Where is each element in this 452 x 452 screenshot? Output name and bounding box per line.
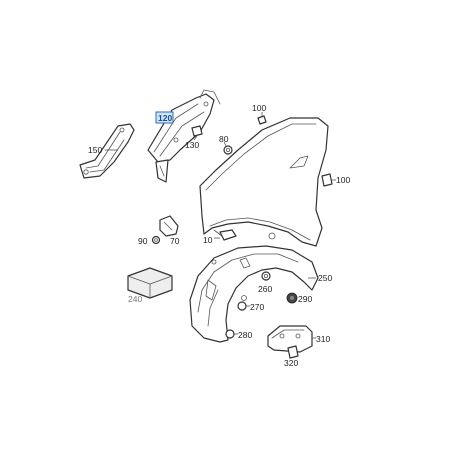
label-310[interactable]: 310 (316, 334, 330, 344)
screw-100-top[interactable] (257, 112, 267, 125)
label-320[interactable]: 320 (284, 358, 298, 368)
clip-270[interactable] (237, 301, 250, 311)
label-90[interactable]: 90 (138, 236, 148, 246)
bracket-150[interactable] (79, 123, 135, 179)
highlight-120[interactable]: 120 (155, 111, 174, 124)
clip-130[interactable] (191, 125, 203, 141)
support-frame-120[interactable] (147, 89, 221, 183)
label-10[interactable]: 10 (203, 235, 213, 245)
nut-80[interactable] (223, 141, 233, 155)
label-80[interactable]: 80 (219, 134, 229, 144)
rivet-10[interactable] (214, 229, 237, 241)
label-260[interactable]: 260 (258, 284, 272, 294)
highlight-box-120[interactable] (155, 111, 174, 124)
label-130[interactable]: 130 (185, 140, 199, 150)
label-240[interactable]: 240 (128, 294, 142, 304)
grommet-290[interactable] (286, 292, 298, 304)
label-100-right[interactable]: 100 (336, 175, 350, 185)
label-100-top[interactable]: 100 (252, 103, 266, 113)
label-280[interactable]: 280 (238, 330, 252, 340)
screw-320[interactable] (287, 345, 299, 359)
label-250[interactable]: 250 (318, 273, 332, 283)
wheel-arch-liner-250[interactable] (189, 245, 319, 343)
label-270[interactable]: 270 (250, 302, 264, 312)
label-290[interactable]: 290 (298, 294, 312, 304)
bracket-70[interactable] (159, 215, 179, 237)
label-120[interactable]: 120 (158, 113, 172, 123)
nut-90[interactable] (151, 235, 161, 245)
front-fender[interactable] (199, 117, 329, 247)
pad-240[interactable] (127, 267, 173, 299)
screw-100-right[interactable] (321, 173, 336, 187)
clip-260[interactable] (261, 271, 271, 281)
label-150[interactable]: 150 (88, 145, 102, 155)
label-70[interactable]: 70 (170, 236, 180, 246)
bracket-310[interactable] (267, 325, 316, 353)
clip-280[interactable] (225, 329, 238, 339)
